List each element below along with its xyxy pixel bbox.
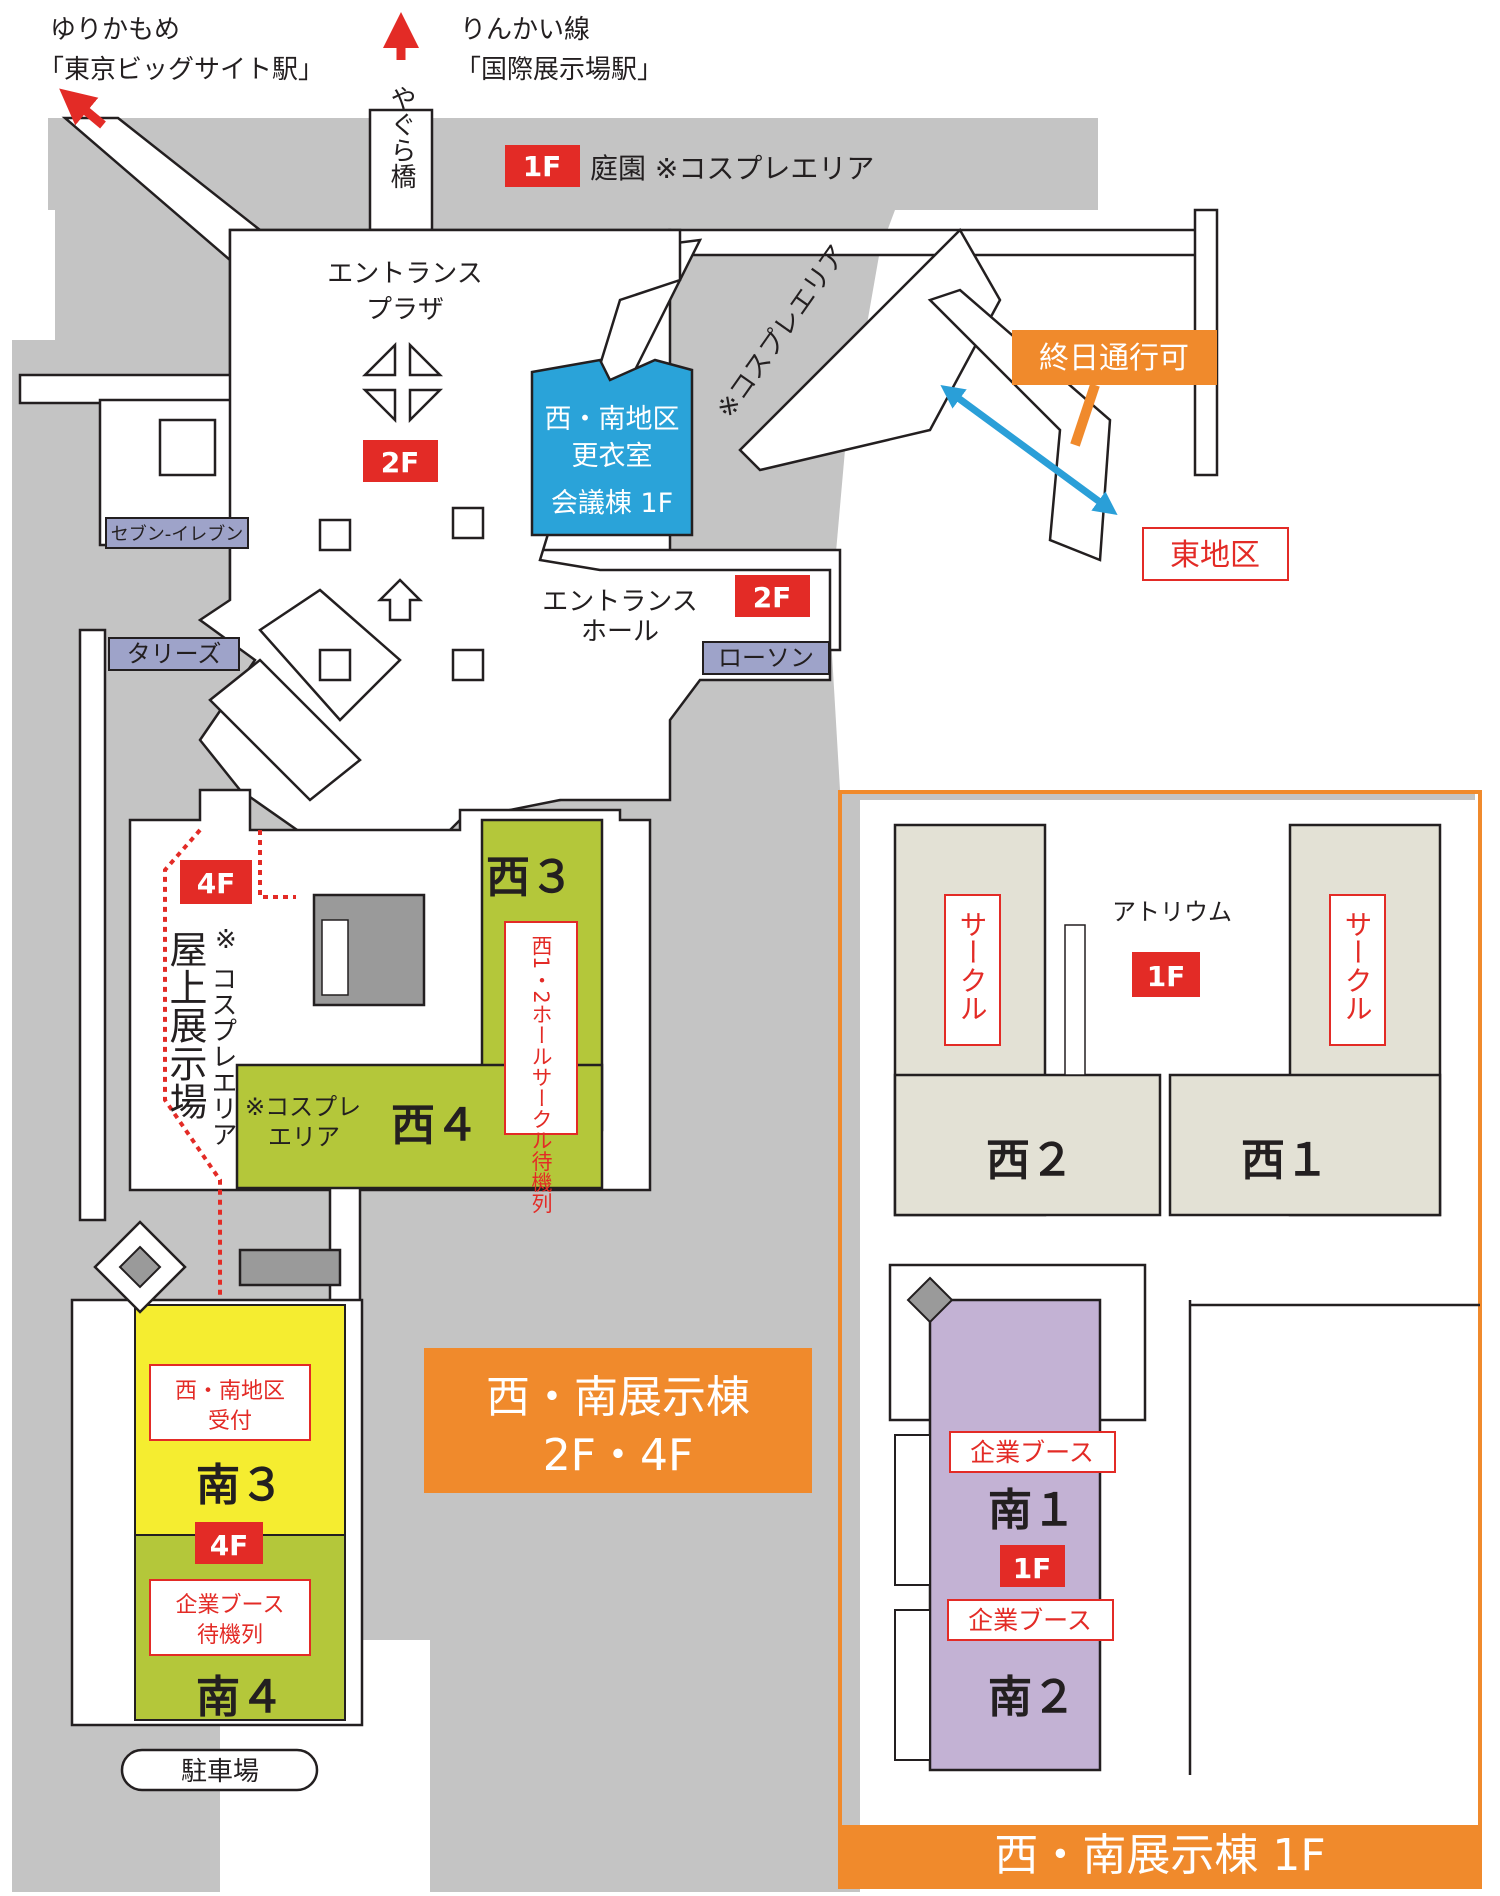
rooftop-floor-badge: 4F [197, 867, 236, 900]
inset-1f-frame [838, 790, 1482, 1889]
garden-label: 1F 庭園 ※コスプレエリア [505, 145, 874, 187]
east-area-label: 東地区 [1142, 527, 1289, 581]
plaza-label: エントランス プラザ 2F [327, 259, 483, 482]
west4-name: 西４ [391, 1100, 479, 1151]
west4-cos1: ※コスプレ [245, 1093, 361, 1121]
south3-reception2: 受付 [208, 1409, 252, 1434]
south3-reception1: 西・南地区 [175, 1379, 285, 1404]
west1-name: 西１ [1241, 1135, 1329, 1186]
lawson-label: ローソン [718, 644, 814, 672]
south1-name: 南１ [988, 1485, 1076, 1536]
rooftop-labels: 4F ※ コスプレエリア 屋上展示場 [163, 860, 252, 1147]
info-icon [376, 578, 424, 622]
atrium-label: アトリウム [1112, 898, 1232, 926]
south4-queue1: 企業ブース [176, 1593, 285, 1618]
south3-name: 南３ [196, 1460, 284, 1511]
top-labels: ゆりかもめ 「東京ビッグサイト駅」 りんかい線 「国際展示場駅」 やぐら橋 [38, 15, 663, 189]
circle-left-label: サークル [956, 910, 989, 1022]
parking-label: 駐車場 [181, 1757, 259, 1787]
hall-label: エントランス ホール 2F [542, 575, 810, 647]
tullys-label: タリーズ [127, 640, 222, 668]
meeting-line2: 更衣室 [572, 441, 653, 472]
west3-queue: 西1・2ホールサークル待機列 [529, 935, 553, 1214]
south4-queue2: 待機列 [197, 1623, 263, 1648]
west3-name: 西３ [486, 852, 574, 903]
rooftop-cos-label: コスプレエリア [207, 965, 237, 1147]
plaza-line2: プラザ [366, 295, 444, 325]
inset-floor-badge: 1F [1013, 1552, 1052, 1585]
west4-cos2: エリア [268, 1123, 340, 1151]
meeting-building [530, 358, 694, 537]
yagura-bridge-label: やぐら橋 [386, 85, 416, 189]
inset-labels: アトリウム 1F サークル サークル 西２ 西１ 企業ブース 南１ 1F 企業ブ… [944, 894, 1386, 1881]
garden-floor-badge: 1F [523, 150, 562, 183]
yurikamome-station-label: 「東京ビッグサイト駅」 [38, 55, 324, 85]
store-labels [105, 517, 830, 675]
hall-line1: エントランス [542, 587, 697, 617]
direction-icon [361, 341, 444, 424]
south3-floor-badge: 4F [210, 1529, 249, 1562]
store-texts: セブン-イレブン タリーズ ローソン [111, 523, 814, 672]
inset-south-halls [888, 1263, 1480, 1775]
south3-labels: 西・南地区 受付 南３ 4F [149, 1364, 311, 1564]
south4-name: 南４ [196, 1672, 284, 1723]
west3-labels: 西３ 西1・2ホールサークル待機列 [486, 852, 578, 1214]
entrance-building [158, 228, 832, 882]
meeting-line1: 西・南地区 [545, 404, 680, 435]
corp-booth1-label: 企業ブース [970, 1438, 1094, 1467]
route-line [163, 828, 296, 1305]
meeting-labels: 西・南地区 更衣室 会議棟 1F [545, 404, 680, 519]
ws-upper-line2: 2F・4F [543, 1430, 694, 1481]
corp-booth2-label: 企業ブース [968, 1606, 1092, 1635]
rinkai-station-label: 「国際展示場駅」 [455, 55, 663, 85]
yurikamome-line-label: ゆりかもめ [50, 15, 180, 45]
ws-upper-title: 西・南展示棟 2F・4F [424, 1348, 812, 1493]
direction-arrows [59, 12, 1118, 516]
south4-labels: 企業ブース 待機列 南４ [149, 1579, 311, 1723]
ws-upper-line1: 西・南展示棟 [486, 1372, 750, 1423]
plaza-floor-badge: 2F [381, 446, 420, 479]
rinkai-line-label: りんかい線 [460, 15, 590, 45]
ws-lower-title: 西・南展示棟 1F [994, 1830, 1325, 1881]
east-area-text: 東地区 [1170, 538, 1260, 573]
all-day-label: 終日通行可 [1012, 330, 1217, 385]
circle-right-label: サークル [1341, 910, 1374, 1022]
meeting-line3: 会議棟 1F [551, 488, 673, 519]
west2-name: 西２ [986, 1135, 1074, 1186]
garden-text: 庭園 ※コスプレエリア [590, 152, 874, 185]
hall-line2: ホール [581, 617, 659, 647]
south2-name: 南２ [988, 1672, 1076, 1723]
rooftop-cos-mark: ※ [215, 925, 237, 955]
seven-eleven-label: セブン-イレブン [111, 523, 244, 545]
atrium-floor-badge: 1F [1147, 960, 1186, 993]
hall-floor-badge: 2F [753, 581, 792, 614]
west4-labels: ※コスプレ エリア 西４ [245, 1093, 479, 1151]
rooftop-name: 屋上展示場 [163, 930, 207, 1120]
all-day-text: 終日通行可 [1039, 341, 1189, 376]
plaza-line1: エントランス [327, 259, 482, 289]
